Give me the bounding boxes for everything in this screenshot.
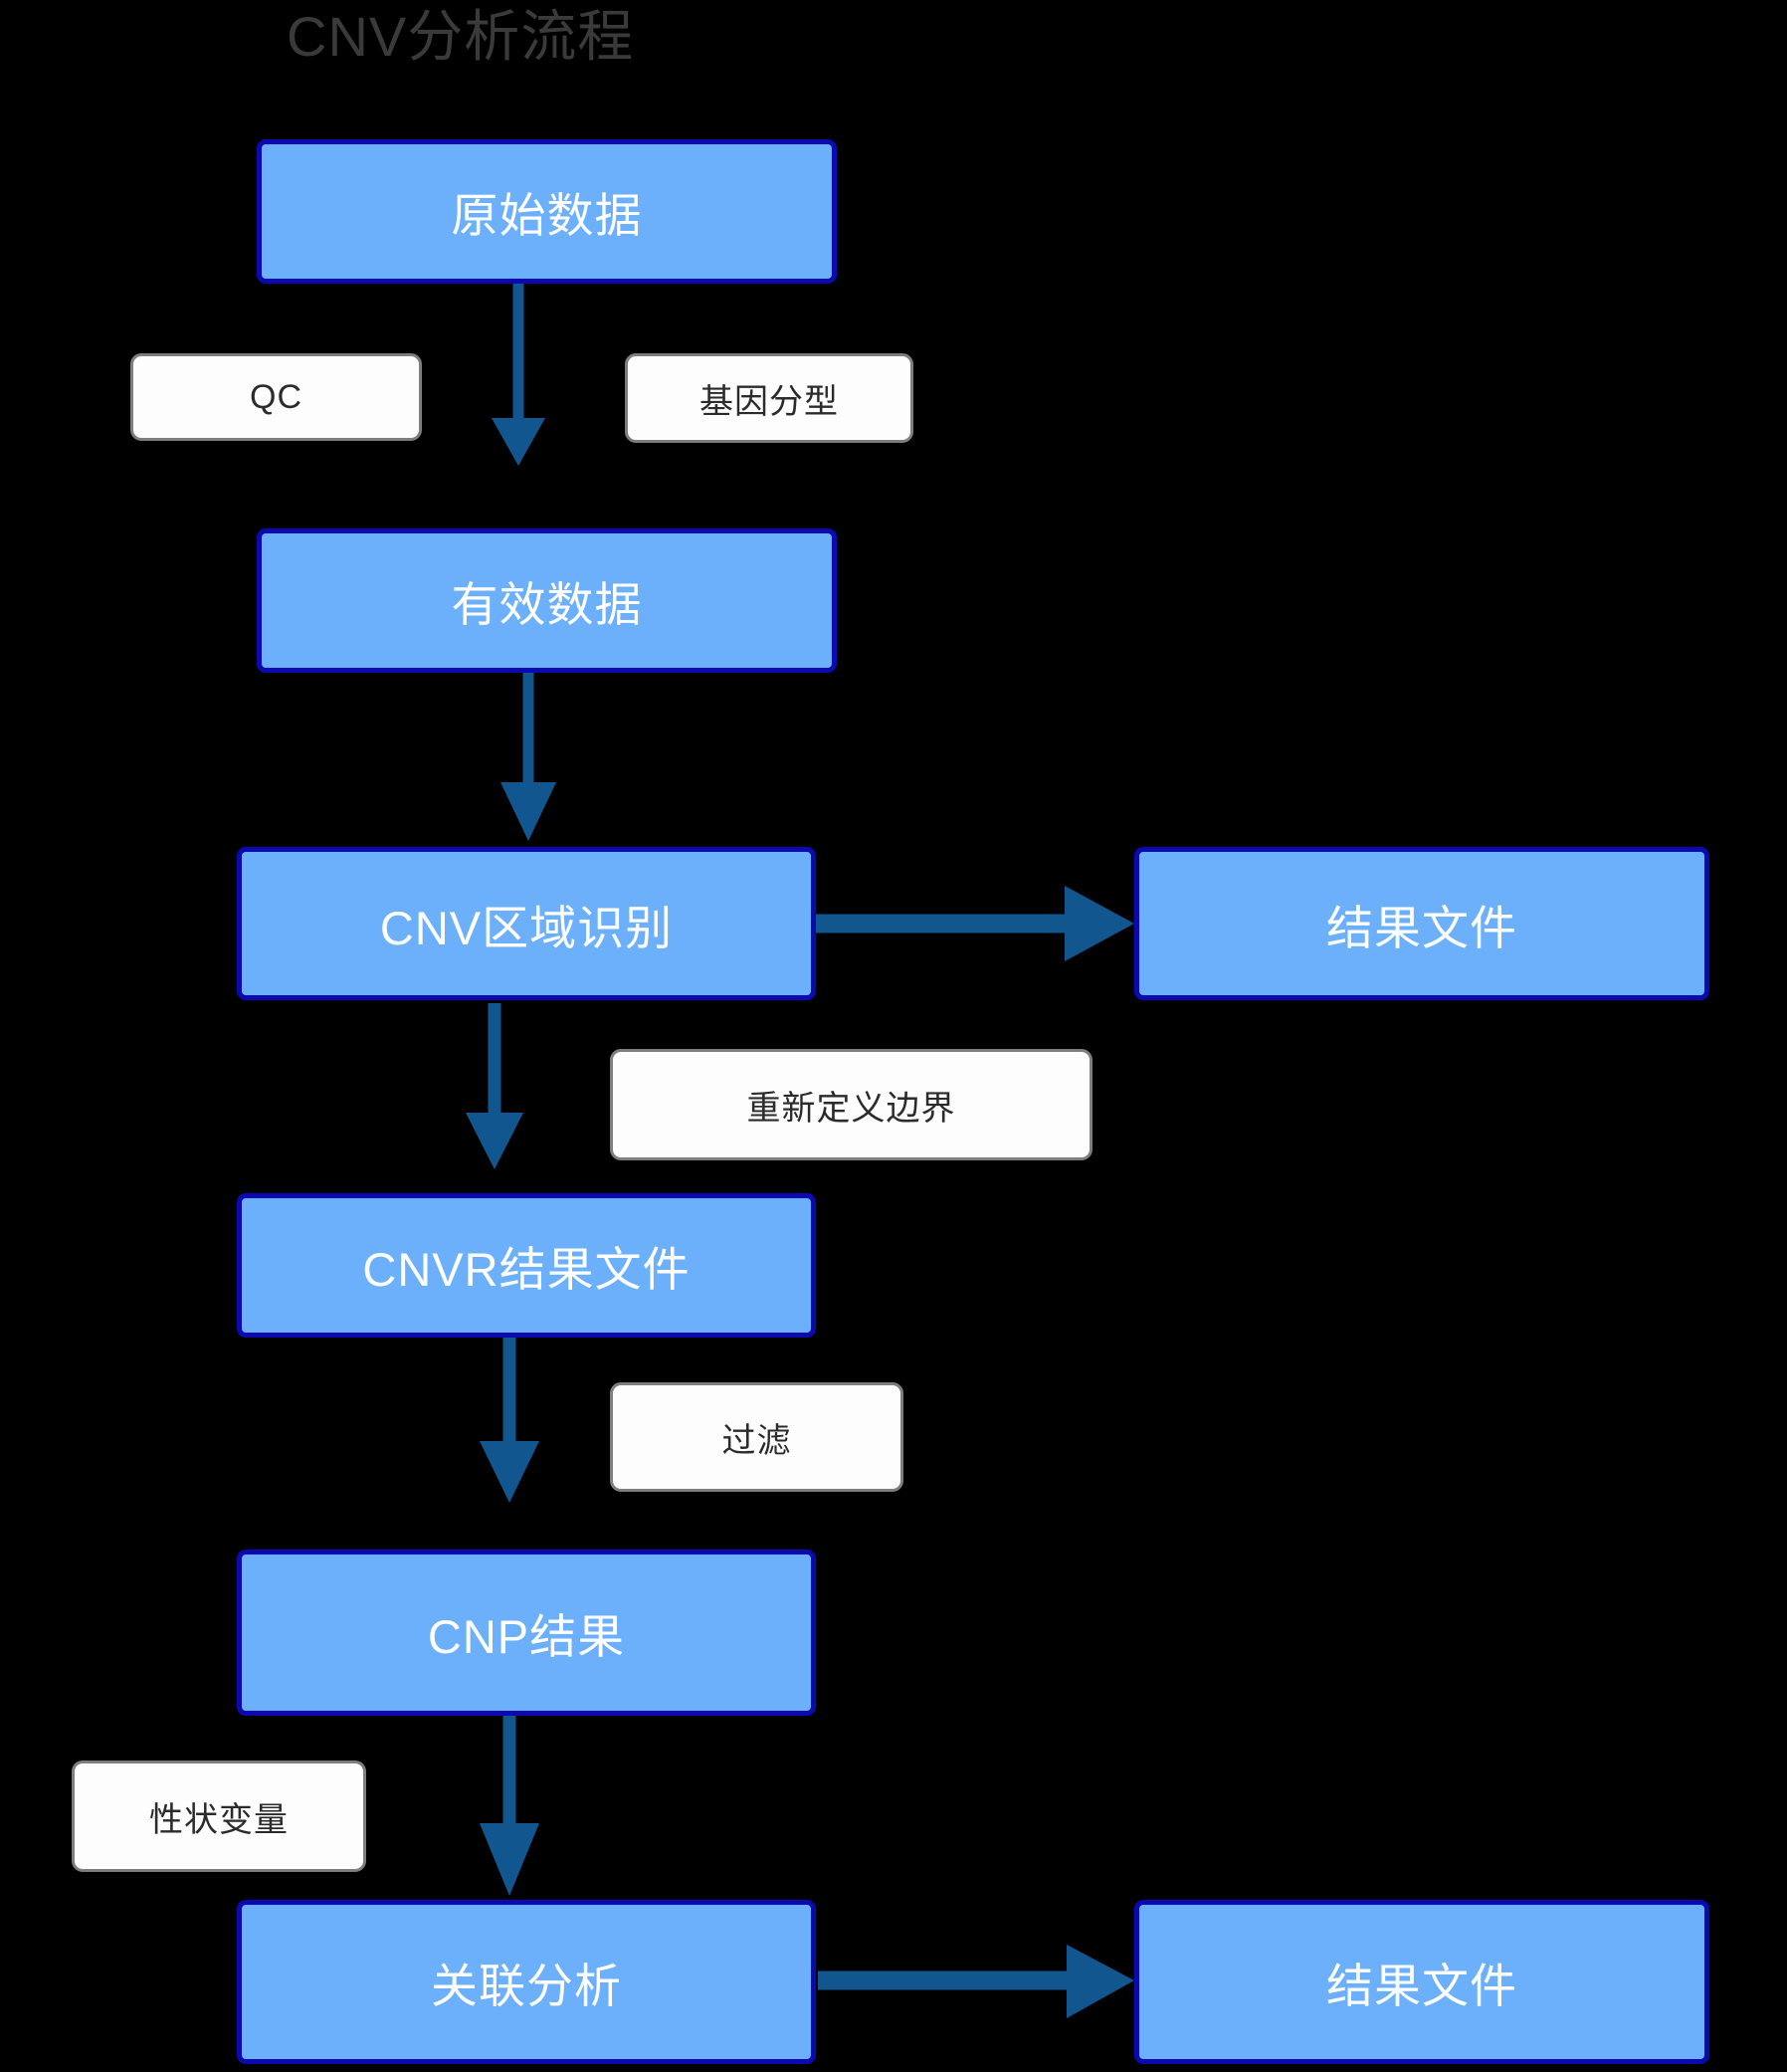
edge-label-filter[interactable]: 过滤: [610, 1382, 903, 1492]
node-label: 有效数据: [451, 578, 643, 631]
edge-label-text: 基因分型: [699, 382, 839, 421]
edge-label-text: 过滤: [721, 1421, 792, 1460]
edge-label-text: 性状变量: [149, 1800, 289, 1839]
node-result-file-1[interactable]: 结果文件: [1134, 847, 1709, 1000]
node-cnvr-result[interactable]: CNVR结果文件: [237, 1193, 816, 1338]
node-assoc-analysis[interactable]: 关联分析: [237, 1900, 816, 2064]
node-label: 结果文件: [1326, 1960, 1517, 2012]
node-raw-data[interactable]: 原始数据: [257, 139, 837, 284]
edge-label-qc[interactable]: QC: [130, 353, 422, 441]
node-valid-data[interactable]: 有效数据: [257, 528, 837, 673]
edge-label-genotyping[interactable]: 基因分型: [625, 353, 913, 443]
node-cnp-result[interactable]: CNP结果: [237, 1550, 816, 1716]
edge-label-trait-var[interactable]: 性状变量: [72, 1761, 366, 1872]
node-cnv-region[interactable]: CNV区域识别: [237, 847, 816, 1000]
node-label: CNVR结果文件: [362, 1243, 691, 1296]
page-title: CNV分析流程: [287, 5, 635, 68]
node-label: CNP结果: [427, 1610, 626, 1663]
edge-label-text: 重新定义边界: [746, 1089, 956, 1128]
node-result-file-2[interactable]: 结果文件: [1134, 1900, 1709, 2064]
edge-label-redefine[interactable]: 重新定义边界: [610, 1049, 1092, 1160]
edge-label-text: QC: [250, 377, 302, 416]
node-label: 关联分析: [431, 1960, 622, 2012]
node-label: 原始数据: [451, 189, 643, 242]
node-label: 结果文件: [1326, 901, 1517, 954]
node-label: CNV区域识别: [379, 901, 674, 954]
